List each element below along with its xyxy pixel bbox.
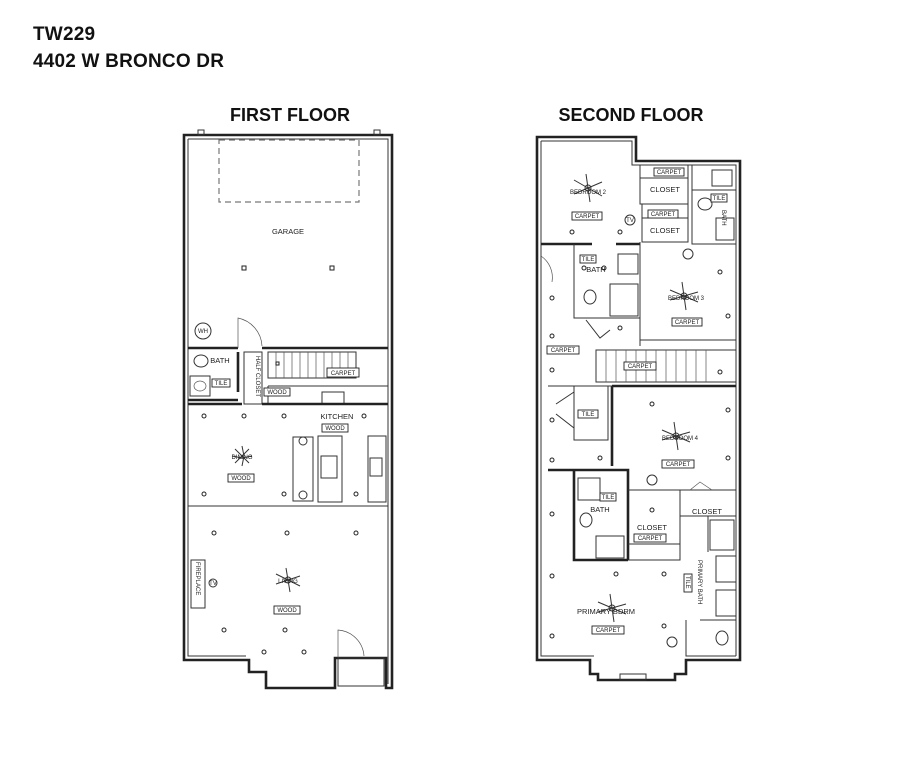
label-carpet-hall: CARPET bbox=[551, 348, 576, 354]
label-carpet-bedroom-2: CARPET bbox=[575, 214, 600, 220]
label-carpet-bedroom-3: CARPET bbox=[675, 320, 700, 326]
label-wh: WH bbox=[198, 329, 208, 335]
label-garage: GARAGE bbox=[272, 227, 304, 236]
first-floor-title: FIRST FLOOR bbox=[230, 105, 350, 125]
label-bedroom-4: BEDROOM 4 bbox=[662, 436, 699, 442]
label-carpet-closet-2: CARPET bbox=[651, 212, 676, 218]
label-tile: TILE bbox=[215, 381, 228, 387]
label-primary-bdrm: PRIMARY BDRM bbox=[577, 607, 635, 616]
label-tv: TV bbox=[626, 218, 634, 224]
label-wood-dining: WOOD bbox=[231, 476, 251, 482]
label-tile-bath-2: TILE bbox=[602, 495, 615, 501]
label-wood-hall: WOOD bbox=[267, 390, 287, 396]
label-bath-right: BATH bbox=[720, 210, 726, 226]
label-carpet-closet-3: CARPET bbox=[638, 536, 663, 542]
label-dining: DINING bbox=[232, 455, 253, 461]
plan-address: 4402 W BRONCO DR bbox=[33, 51, 225, 72]
label-carpet-bedroom-4: CARPET bbox=[666, 462, 691, 468]
label-carpet: CARPET bbox=[331, 371, 356, 377]
label-bath-2: BATH bbox=[590, 505, 609, 514]
label-carpet-stair: CARPET bbox=[628, 364, 653, 370]
label-half-closet: HALF CLOSET bbox=[254, 356, 260, 397]
label-wood-kitchen: WOOD bbox=[325, 426, 345, 432]
label-bedroom-3: BEDROOM 3 bbox=[668, 296, 705, 302]
label-tile-mid: TILE bbox=[582, 412, 595, 418]
label-kitchen: KITCHEN bbox=[321, 412, 354, 421]
label-closet-2: CLOSET bbox=[650, 226, 680, 235]
label-closet-3: CLOSET bbox=[637, 523, 667, 532]
label-tile-primary-bath: TILE bbox=[684, 576, 690, 589]
label-carpet-closet-1: CARPET bbox=[657, 170, 682, 176]
second-floor-plan bbox=[535, 135, 742, 682]
label-wood-living: WOOD bbox=[277, 608, 297, 614]
label-bath-top: BATH bbox=[586, 265, 605, 274]
label-tile-top: TILE bbox=[713, 196, 726, 202]
first-floor-plan bbox=[182, 129, 394, 690]
label-carpet-primary: CARPET bbox=[596, 628, 621, 634]
plan-code: TW229 bbox=[33, 24, 96, 45]
label-bath: BATH bbox=[210, 356, 229, 365]
second-floor-title: SECOND FLOOR bbox=[558, 105, 703, 125]
label-closet-bedroom-2: CLOSET bbox=[650, 185, 680, 194]
label-living: LIVING bbox=[278, 579, 298, 585]
label-primary-bath: PRIMARY BATH bbox=[696, 560, 702, 604]
label-tile-bath: TILE bbox=[582, 257, 595, 263]
label-bedroom-2: BEDROOM 2 bbox=[570, 190, 607, 196]
label-tv: TV bbox=[209, 581, 217, 587]
label-closet-4: CLOSET bbox=[692, 507, 722, 516]
label-fireplace: FIREPLACE bbox=[194, 562, 200, 595]
